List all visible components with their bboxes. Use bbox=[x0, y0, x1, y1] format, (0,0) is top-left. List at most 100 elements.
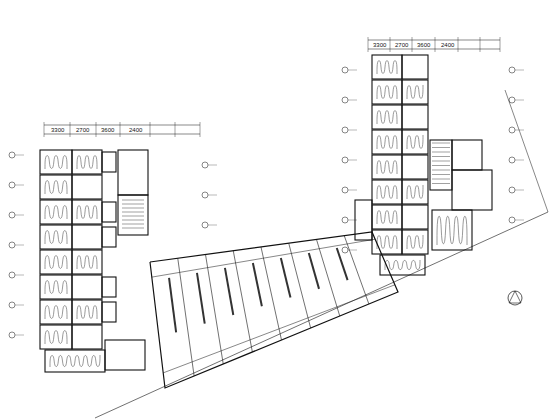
heating-coil bbox=[77, 256, 97, 269]
room-wall bbox=[72, 150, 102, 174]
heating-coil bbox=[407, 135, 423, 149]
axis-bubble bbox=[202, 162, 208, 168]
equipment bbox=[337, 248, 348, 280]
room-wall bbox=[72, 225, 102, 249]
axis-bubble bbox=[9, 302, 15, 308]
axis-line bbox=[15, 305, 24, 306]
dimension-text: 2400 bbox=[128, 127, 143, 133]
room-wall bbox=[102, 227, 116, 247]
axis-line bbox=[15, 335, 24, 336]
bay-line bbox=[289, 243, 311, 328]
dimension-tick bbox=[458, 37, 459, 52]
bay-line bbox=[344, 236, 369, 304]
site-boundary bbox=[95, 212, 548, 418]
room-wall bbox=[372, 55, 402, 79]
axis-bubble bbox=[202, 192, 208, 198]
room-wall bbox=[105, 340, 145, 370]
equipment bbox=[197, 273, 205, 324]
room-wall bbox=[40, 150, 72, 174]
bay-line bbox=[261, 247, 282, 340]
axis-line bbox=[208, 165, 217, 166]
heating-coil bbox=[377, 236, 397, 249]
dimension-tick bbox=[44, 122, 45, 137]
axis-bubble bbox=[342, 187, 348, 193]
dimension-line bbox=[368, 40, 500, 41]
axis-bubble bbox=[9, 182, 15, 188]
room-wall bbox=[118, 195, 148, 235]
room-wall bbox=[402, 80, 428, 104]
dimension-text: 2700 bbox=[75, 127, 90, 133]
room-wall bbox=[452, 140, 482, 170]
axis-bubble bbox=[509, 187, 515, 193]
stair-tread bbox=[122, 208, 144, 209]
room-wall bbox=[402, 105, 428, 129]
axis-bubble bbox=[9, 272, 15, 278]
corridor-outline bbox=[150, 232, 398, 388]
room-wall bbox=[72, 200, 102, 224]
equipment bbox=[225, 268, 233, 315]
dimension-tick bbox=[390, 37, 391, 52]
axis-bubble bbox=[342, 127, 348, 133]
dimension-text: 2400 bbox=[440, 42, 455, 48]
axis-line bbox=[515, 160, 524, 161]
equipment bbox=[253, 263, 262, 306]
room-wall bbox=[40, 225, 72, 249]
equipment bbox=[281, 258, 291, 298]
dimension-text: 3300 bbox=[50, 127, 65, 133]
axis-line bbox=[208, 225, 217, 226]
room-wall bbox=[72, 250, 102, 274]
axis-line bbox=[348, 160, 357, 161]
heating-coil bbox=[45, 156, 67, 169]
stair-tread bbox=[432, 147, 450, 148]
dimension-line bbox=[368, 49, 500, 50]
heating-coil bbox=[377, 161, 397, 174]
axis-line bbox=[15, 215, 24, 216]
room-wall bbox=[40, 200, 72, 224]
axis-bubble bbox=[9, 332, 15, 338]
axis-bubble bbox=[342, 157, 348, 163]
heating-coil bbox=[437, 216, 467, 245]
stair-tread bbox=[122, 228, 144, 229]
room-wall bbox=[402, 230, 428, 254]
north-arrow bbox=[508, 291, 522, 305]
stair-tread bbox=[432, 179, 450, 180]
dimension-tick bbox=[120, 122, 121, 137]
bay-line bbox=[206, 255, 224, 365]
linework bbox=[9, 37, 548, 418]
stair-tread bbox=[432, 152, 450, 153]
room-wall bbox=[40, 175, 72, 199]
heating-coil bbox=[407, 235, 423, 249]
axis-line bbox=[515, 100, 524, 101]
stair-tread bbox=[432, 165, 450, 166]
room-wall bbox=[372, 205, 402, 229]
heating-coil bbox=[377, 136, 397, 149]
stair-tread bbox=[432, 161, 450, 162]
room-wall bbox=[372, 130, 402, 154]
axis-bubble bbox=[342, 247, 348, 253]
stair-tread bbox=[432, 170, 450, 171]
heating-coil bbox=[377, 61, 397, 74]
room-wall bbox=[102, 152, 116, 172]
dimension-tick bbox=[500, 37, 501, 52]
heating-coil bbox=[45, 181, 67, 194]
room-wall bbox=[430, 140, 452, 190]
heating-coil bbox=[45, 231, 67, 244]
heating-coil bbox=[385, 260, 420, 270]
room-wall bbox=[40, 300, 72, 324]
dimension-tick bbox=[175, 122, 176, 137]
axis-bubble bbox=[342, 97, 348, 103]
axis-bubble bbox=[9, 242, 15, 248]
axis-line bbox=[515, 190, 524, 191]
stair-tread bbox=[122, 224, 144, 225]
room-wall bbox=[372, 105, 402, 129]
heating-coil bbox=[377, 211, 397, 224]
axis-line bbox=[348, 190, 357, 191]
axis-bubble bbox=[509, 157, 515, 163]
heating-coil bbox=[377, 86, 397, 99]
dimension-tick bbox=[150, 122, 151, 137]
room-wall bbox=[402, 130, 428, 154]
room-wall bbox=[40, 325, 72, 349]
axis-line bbox=[348, 100, 357, 101]
room-wall bbox=[72, 275, 102, 299]
